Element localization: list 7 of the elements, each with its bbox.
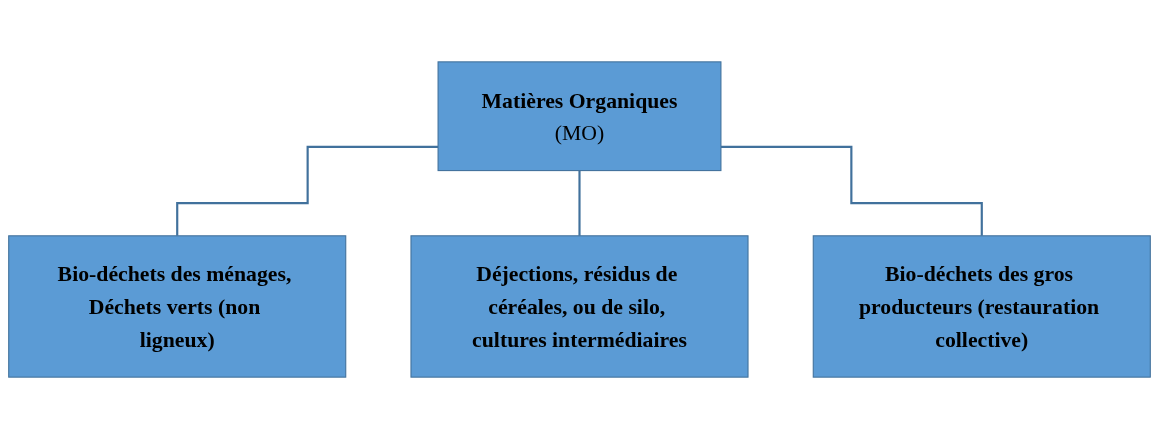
node-box: Déjections, résidus de céréales, ou de silo, cultures intermédiaires [410, 235, 749, 378]
node-box: Matières Organiques (MO) [437, 61, 722, 172]
node-box: Bio-déchets des gros producteurs (restauration collective) [812, 235, 1151, 378]
node-box: Bio-déchets des ménages, Déchets verts (non ligneux) [8, 235, 347, 378]
connector [720, 145, 983, 237]
connector [578, 169, 581, 237]
connector [176, 145, 439, 237]
